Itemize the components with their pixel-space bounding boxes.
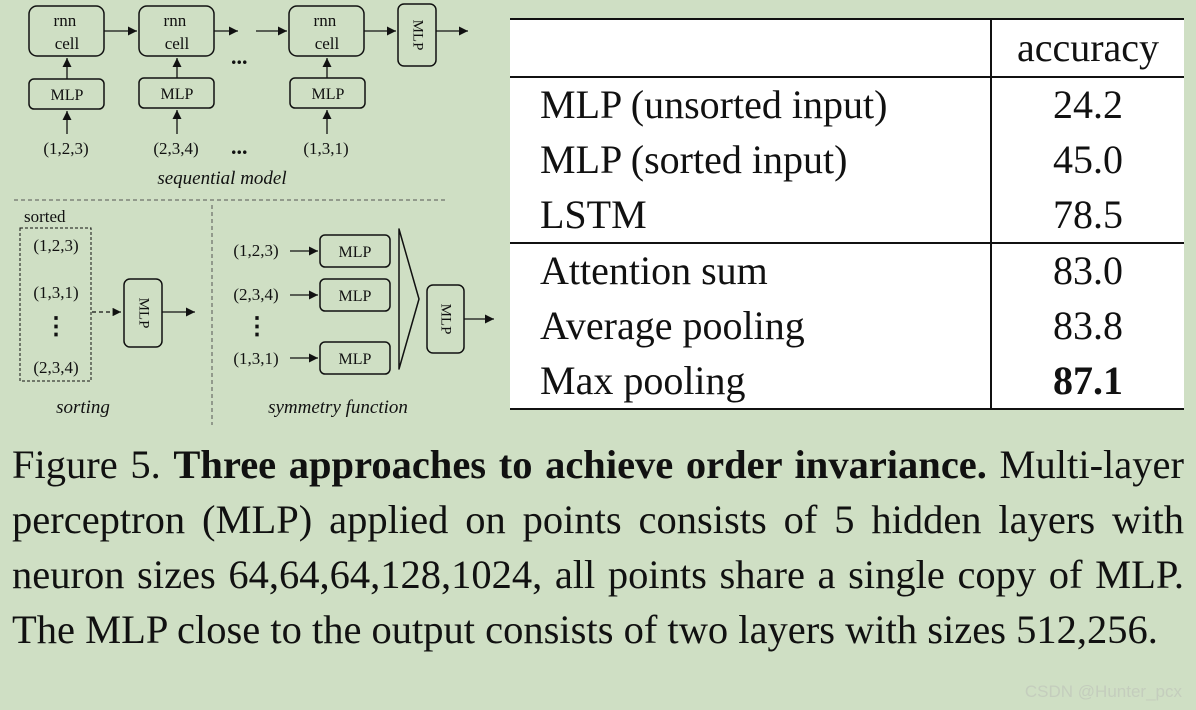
mlp-box bbox=[319, 234, 391, 268]
point-input: (2,3,4) bbox=[153, 139, 198, 158]
point-input: (1,2,3) bbox=[33, 236, 78, 255]
results-table: accuracy MLP (unsorted input) 24.2 MLP (… bbox=[510, 18, 1184, 410]
table-header-accuracy: accuracy bbox=[990, 19, 1184, 78]
table-cell-method: MLP (sorted input) bbox=[540, 136, 848, 182]
ellipsis: ... bbox=[231, 44, 248, 69]
sequential-model-label: sequential model bbox=[157, 168, 286, 189]
mlp-box-vertical bbox=[397, 3, 437, 67]
table-row: MLP (unsorted input) 24.2 bbox=[510, 77, 1184, 133]
table-cell-method: Max pooling bbox=[540, 357, 746, 403]
sorting-label: sorting bbox=[56, 397, 110, 418]
sorted-group-box bbox=[19, 227, 92, 382]
table-header-method bbox=[510, 19, 991, 78]
mlp-label: MLP bbox=[136, 298, 152, 329]
watermark: CSDN @Hunter_pcx bbox=[1024, 682, 1182, 701]
table-cell-method: Attention sum bbox=[510, 241, 991, 299]
mlp-label: MLP bbox=[312, 86, 345, 103]
table-row: Average pooling 83.8 bbox=[510, 298, 1184, 354]
point-input: (1,2,3) bbox=[233, 241, 278, 260]
table-row: LSTM 78.5 bbox=[510, 187, 1184, 243]
point-input: (1,3,1) bbox=[303, 139, 348, 158]
point-input: (2,3,4) bbox=[233, 285, 278, 304]
symmetry-function-approach: (1,2,3) (2,3,4) ⋮ (1,3,1) MLP MLP MLP ML… bbox=[233, 228, 494, 418]
symmetry-function-label: symmetry function bbox=[268, 397, 408, 418]
table-cell-accuracy: 83.0 bbox=[990, 241, 1184, 299]
figure-caption: Figure 5. Three approaches to achieve or… bbox=[12, 437, 1184, 657]
mlp-label: MLP bbox=[161, 86, 194, 103]
mlp-label: MLP bbox=[339, 244, 372, 261]
table-cell-accuracy: 24.2 bbox=[990, 77, 1184, 133]
order-invariance-diagram: rnn cell rnn cell rnn cell ... MLP MLP M… bbox=[14, 3, 494, 425]
mlp-box bbox=[319, 341, 391, 375]
table-cell-method: Average pooling bbox=[540, 302, 805, 348]
table-header-row: accuracy bbox=[510, 19, 1184, 78]
caption-title: Three approaches to achieve order invari… bbox=[173, 442, 987, 487]
table-cell-accuracy: 78.5 bbox=[990, 187, 1184, 243]
caption-prefix: Figure 5. bbox=[12, 442, 174, 487]
point-input: (2,3,4) bbox=[33, 358, 78, 377]
mlp-label: MLP bbox=[410, 20, 426, 51]
caption-body: Multi-layer perceptron (MLP) applied on … bbox=[12, 442, 1184, 652]
aggregation-funnel bbox=[398, 228, 420, 370]
mlp-box-vertical bbox=[123, 278, 163, 348]
rnn-cell-label: rnn cell bbox=[314, 11, 341, 53]
table-cell-method: LSTM bbox=[540, 191, 647, 237]
sorting-approach: sorted (1,2,3) (1,3,1) ⋮ (2,3,4) MLP sor… bbox=[19, 207, 195, 418]
rnn-cell-label: rnn cell bbox=[164, 11, 191, 53]
table-row: MLP (sorted input) 45.0 bbox=[510, 132, 1184, 188]
table-row: Max pooling 87.1 bbox=[510, 353, 1184, 409]
table-cell-method: MLP (unsorted input) bbox=[540, 82, 888, 128]
sequential-model: rnn cell rnn cell rnn cell ... MLP MLP M… bbox=[28, 3, 468, 189]
rnn-cell-label: rnn cell bbox=[54, 11, 81, 53]
table-cell-accuracy: 45.0 bbox=[990, 132, 1184, 188]
sorted-header: sorted bbox=[24, 207, 66, 226]
point-input: (1,3,1) bbox=[233, 349, 278, 368]
vertical-ellipsis: ⋮ bbox=[44, 314, 68, 340]
mlp-label: MLP bbox=[339, 288, 372, 305]
ellipsis: ... bbox=[231, 134, 248, 159]
mlp-label: MLP bbox=[339, 351, 372, 368]
mlp-box bbox=[319, 278, 391, 312]
mlp-label: MLP bbox=[51, 87, 84, 104]
vertical-ellipsis: ⋮ bbox=[245, 314, 269, 340]
table-cell-accuracy-best: 87.1 bbox=[990, 353, 1184, 409]
table-row: Attention sum 83.0 bbox=[510, 241, 1184, 299]
mlp-label: MLP bbox=[438, 304, 454, 335]
point-input: (1,2,3) bbox=[43, 139, 88, 158]
point-input: (1,3,1) bbox=[33, 283, 78, 302]
table-cell-accuracy: 83.8 bbox=[990, 298, 1184, 354]
